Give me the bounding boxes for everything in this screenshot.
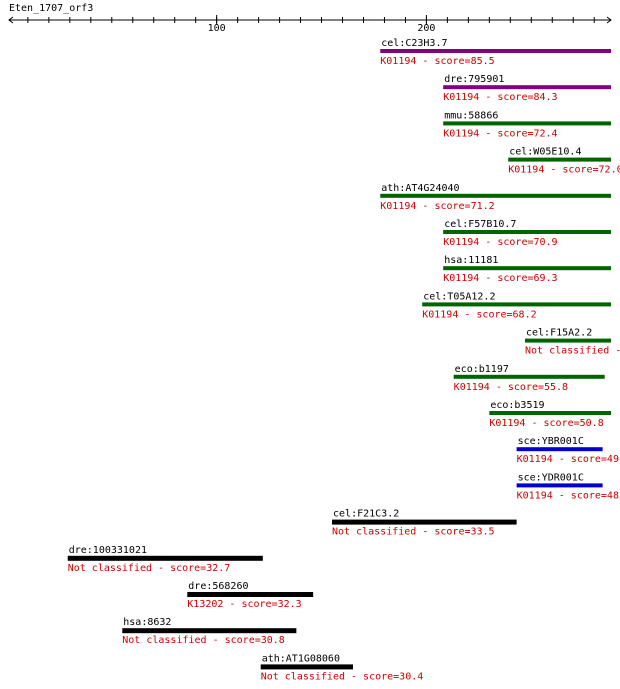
axis-tick-label: 200 [417, 23, 435, 34]
hit-description[interactable]: Not classified - score=33.5 [332, 527, 495, 538]
hit-row[interactable]: sce:YBR001C K01194 - score=49. [516, 436, 620, 465]
hit-description[interactable]: K01194 - score=55.8 [454, 382, 568, 393]
hit-name[interactable]: cel:W05E10.4 [509, 147, 581, 158]
hit-description[interactable]: K01194 - score=48. [517, 490, 620, 501]
hit-bar[interactable] [187, 592, 314, 597]
axis-left-arrow [8, 16, 14, 24]
hit-bar[interactable] [422, 302, 611, 307]
hit-bar[interactable] [453, 374, 605, 379]
hit-bar[interactable] [508, 157, 611, 162]
hit-name[interactable]: dre:100331021 [69, 545, 147, 556]
hit-name[interactable]: sce:YBR001C [518, 436, 584, 447]
hit-bar[interactable] [122, 628, 297, 634]
hit-name[interactable]: dre:568260 [188, 581, 248, 592]
hit-description[interactable]: K01194 - score=68.2 [422, 309, 536, 320]
hit-bar[interactable] [516, 483, 603, 488]
hit-bar[interactable] [443, 121, 611, 126]
hit-bar[interactable] [516, 447, 603, 452]
hit-name[interactable]: cel:F15A2.2 [526, 328, 592, 339]
hit-description[interactable]: Not classified - score=30.4 [261, 671, 424, 682]
hit-name[interactable]: cel:C23H3.7 [381, 38, 447, 49]
sequence-axis: 100 200 [8, 15, 612, 34]
hit-description[interactable]: K01194 - score=50.8 [489, 418, 603, 429]
hit-name[interactable]: ath:AT1G08060 [262, 653, 340, 664]
hit-bar[interactable] [260, 664, 353, 670]
hit-description[interactable]: K01194 - score=72.4 [443, 128, 557, 139]
hit-description[interactable]: Not classified - score=30.8 [122, 635, 285, 646]
axis-right-arrow [606, 16, 612, 24]
hit-description[interactable]: K01194 - score=70.9 [443, 237, 557, 248]
hit-description[interactable]: K01194 - score=84.3 [443, 92, 557, 103]
hit-bar[interactable] [443, 266, 611, 271]
hit-description[interactable]: Not classified - [525, 346, 620, 357]
hit-bar[interactable] [525, 338, 611, 343]
hit-name[interactable]: mmu:58866 [444, 110, 498, 121]
hit-name[interactable]: hsa:11181 [444, 255, 498, 266]
hit-description[interactable]: Not classified - score=32.7 [68, 563, 231, 574]
hit-name[interactable]: ath:AT4G24040 [381, 183, 459, 194]
hit-name[interactable]: cel:F57B10.7 [444, 219, 516, 230]
hit-bar[interactable] [380, 193, 611, 198]
hit-description[interactable]: K01194 - score=69.3 [443, 273, 557, 284]
hit-bar[interactable] [67, 555, 263, 561]
hit-description[interactable]: K01194 - score=71.2 [380, 201, 494, 212]
hit-name[interactable]: cel:F21C3.2 [333, 509, 399, 520]
hit-bar[interactable] [443, 85, 611, 90]
hit-description[interactable]: K01194 - score=49. [517, 454, 620, 465]
hit-bar[interactable] [332, 519, 517, 525]
hit-description[interactable]: K13202 - score=32.3 [187, 599, 301, 610]
hit-name[interactable]: hsa:8632 [123, 617, 171, 628]
hit-description[interactable]: K01194 - score=85.5 [380, 56, 494, 67]
hit-bar[interactable] [380, 49, 611, 53]
hit-name[interactable]: sce:YDR001C [518, 472, 584, 483]
hit-bar[interactable] [489, 411, 611, 415]
hit-name[interactable]: dre:795901 [444, 74, 504, 85]
axis-tick-label: 100 [208, 23, 226, 34]
hit-name[interactable]: cel:T05A12.2 [423, 291, 495, 302]
hit-row[interactable]: sce:YDR001C K01194 - score=48. [516, 472, 620, 501]
hit-bar[interactable] [443, 230, 611, 234]
hit-name[interactable]: eco:b1197 [455, 364, 509, 375]
query-title: Eten_1707_orf3 [9, 3, 93, 14]
hit-name[interactable]: eco:b3519 [490, 400, 544, 411]
hit-description[interactable]: K01194 - score=72.0 [508, 165, 620, 176]
